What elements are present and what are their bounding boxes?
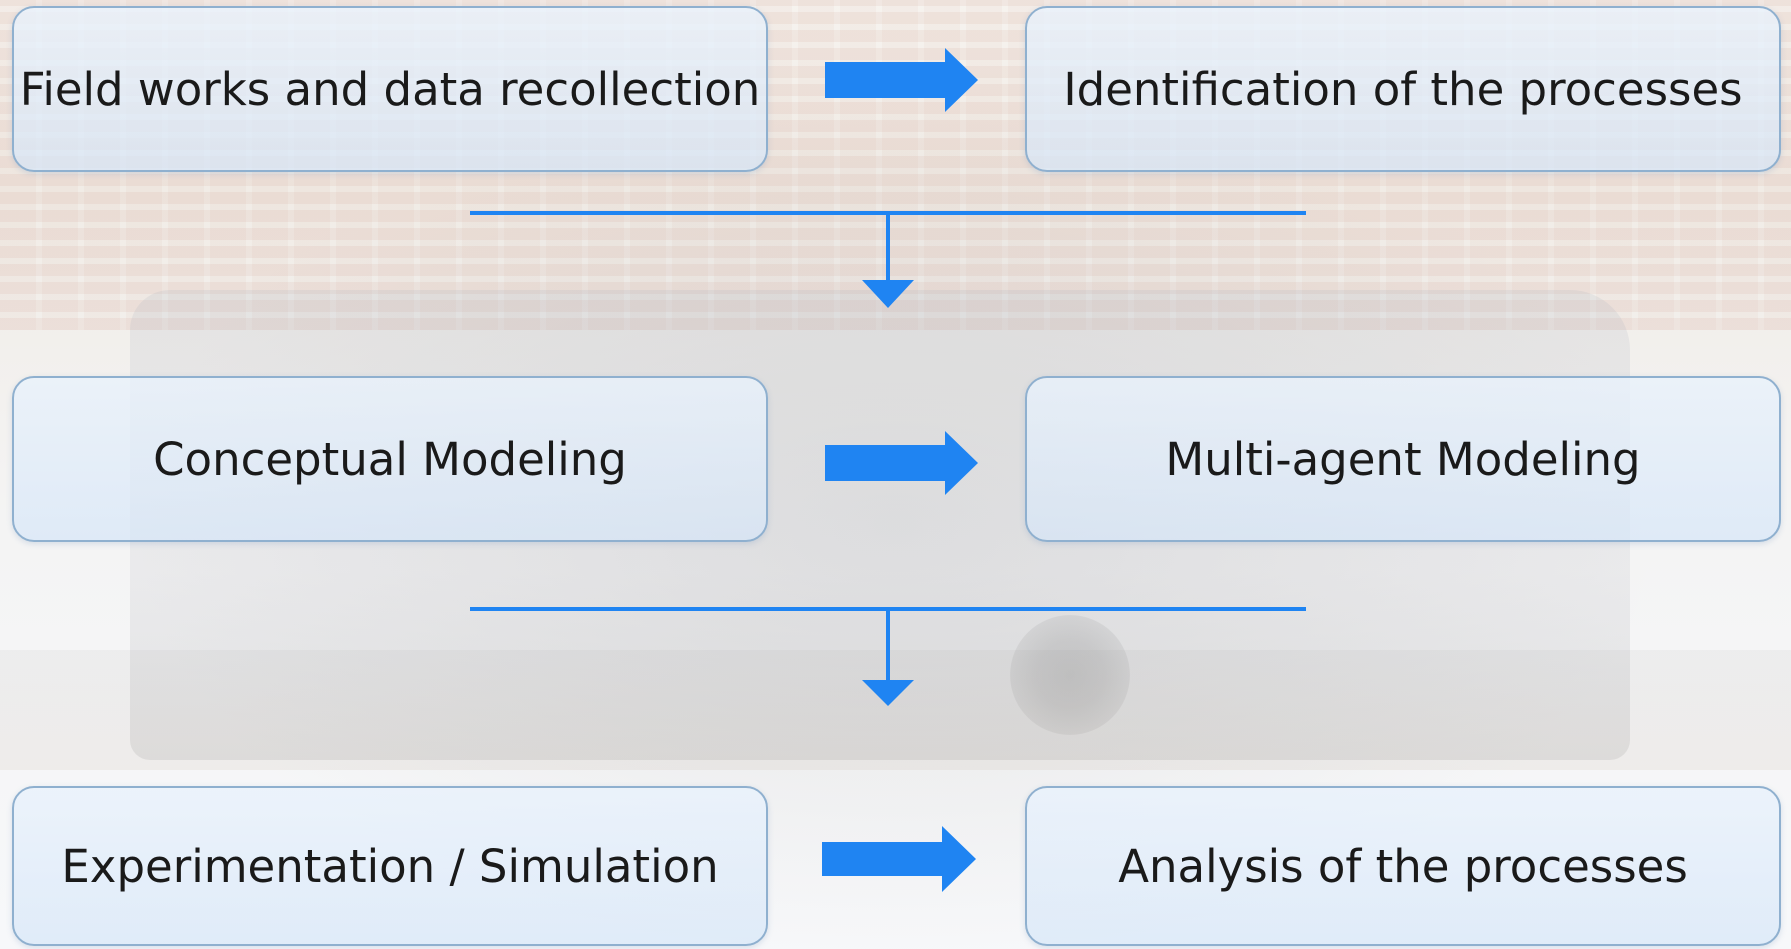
node-label: Analysis of the processes — [1118, 839, 1688, 893]
node-label: Conceptual Modeling — [153, 432, 627, 486]
node-conceptual: Conceptual Modeling — [12, 376, 768, 542]
node-label: Multi-agent Modeling — [1165, 432, 1641, 486]
node-label: Experimentation / Simulation — [61, 839, 719, 893]
background-ground — [0, 650, 1791, 770]
node-identification: Identification of the processes — [1025, 6, 1781, 172]
node-label: Identification of the processes — [1063, 62, 1743, 116]
node-field-works: Field works and data recollection — [12, 6, 768, 172]
node-analysis: Analysis of the processes — [1025, 786, 1781, 946]
arrow-experimentation-to-analysis — [822, 826, 976, 892]
node-multi-agent: Multi-agent Modeling — [1025, 376, 1781, 542]
node-experimentation: Experimentation / Simulation — [12, 786, 768, 946]
background-bus-wheel — [1010, 615, 1130, 735]
node-label: Field works and data recollection — [19, 62, 761, 116]
